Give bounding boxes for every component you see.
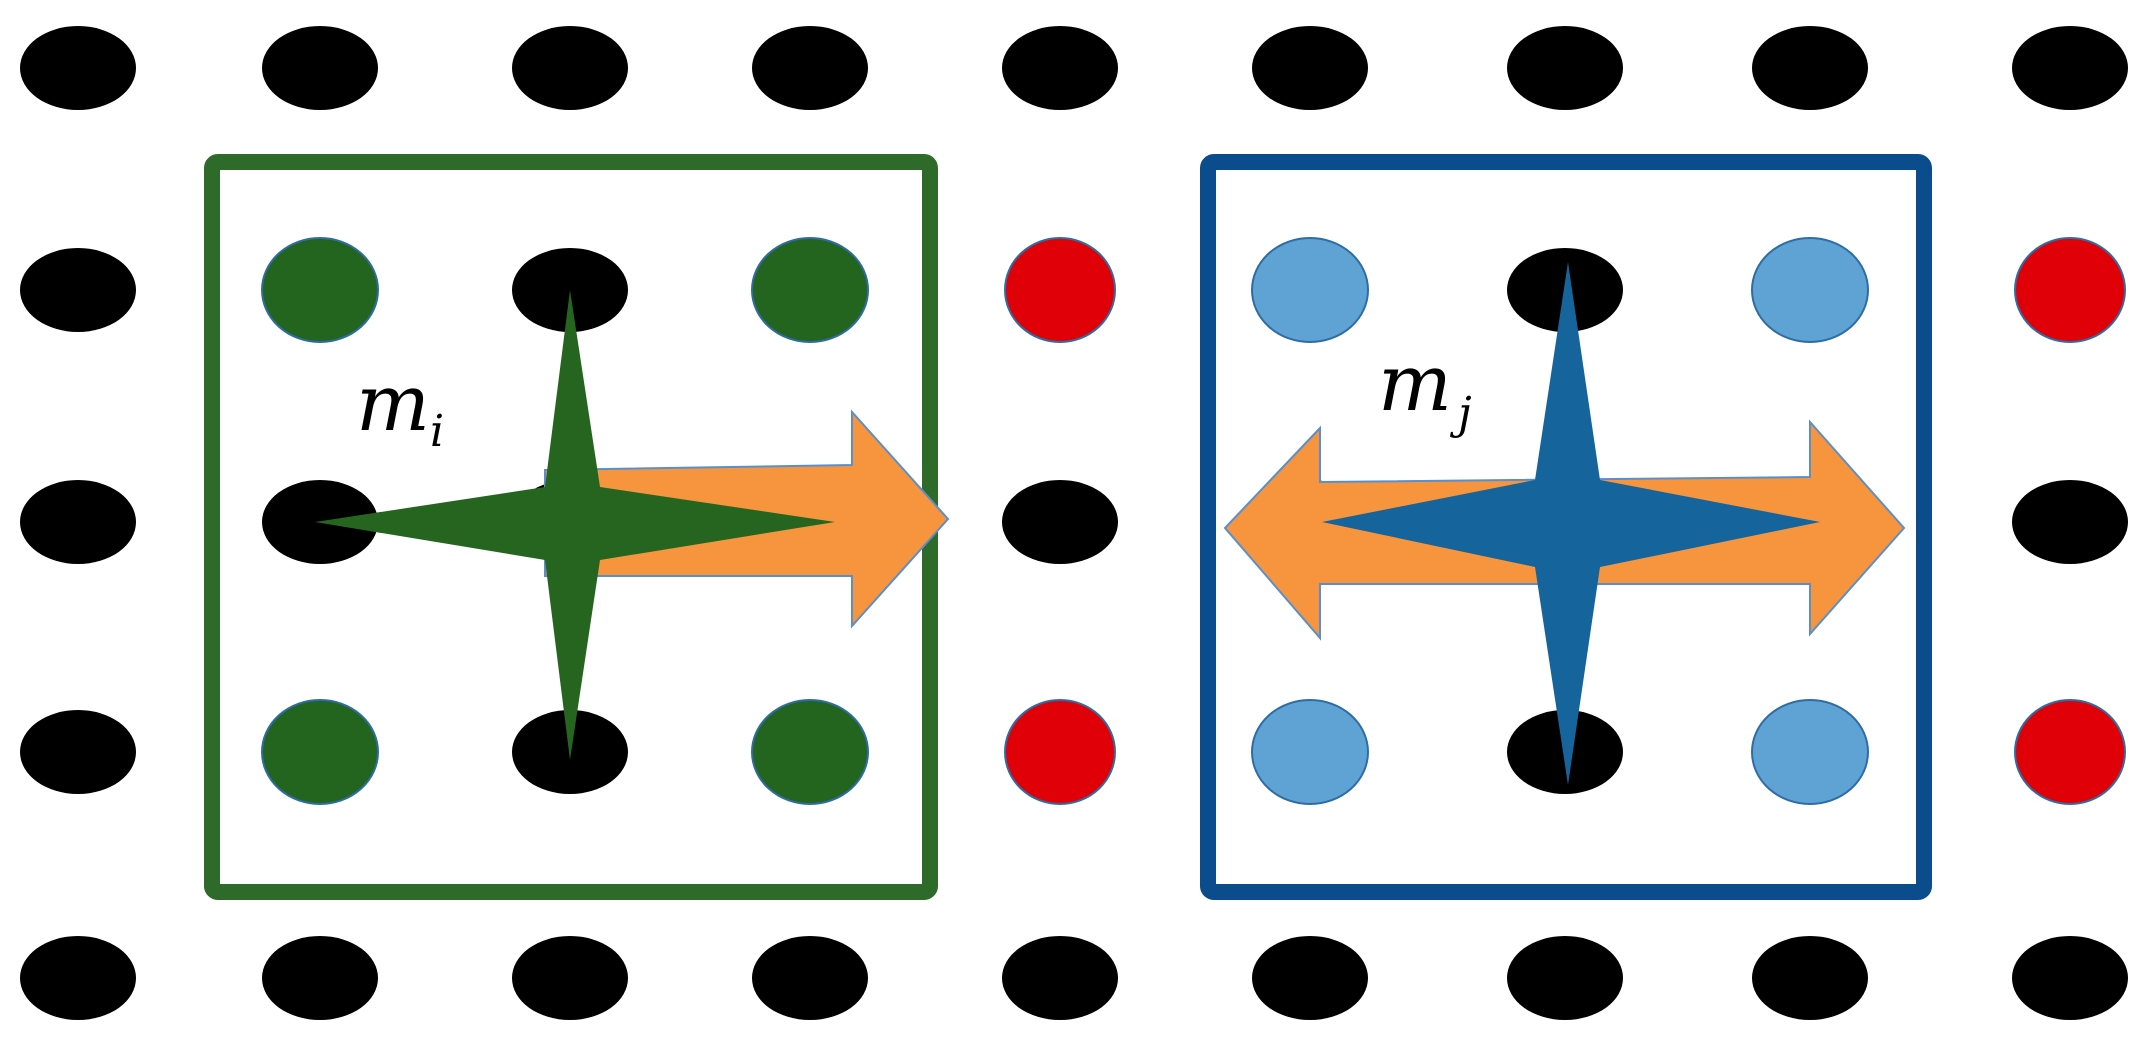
- lattice-dot-black-r2-c1: [20, 248, 136, 332]
- lattice-dot-red-r4-c9: [2014, 699, 2126, 805]
- lattice-dot-black-r5-c5: [1002, 936, 1118, 1020]
- lattice-dot-black-r1-c3: [512, 26, 628, 110]
- lattice-dot-black-r5-c7: [1507, 936, 1623, 1020]
- lattice-dot-red-r2-c5: [1004, 237, 1116, 343]
- lattice-dot-light-blue-r2-c6: [1251, 237, 1369, 343]
- lattice-dot-black-r5-c3: [512, 936, 628, 1020]
- lattice-dot-black-r3-c1: [20, 480, 136, 564]
- lattice-dot-black-r1-c9: [2012, 26, 2128, 110]
- lattice-dot-black-r3-c5: [1002, 480, 1118, 564]
- lattice-dot-light-blue-r2-c8: [1751, 237, 1869, 343]
- lattice-dot-red-r4-c5: [1004, 699, 1116, 805]
- lattice-dot-black-r5-c8: [1752, 936, 1868, 1020]
- lattice-dot-light-blue-r4-c6: [1251, 699, 1369, 805]
- lattice-dot-green-r4-c4: [751, 699, 869, 805]
- group-j-star-icon: [1322, 262, 1820, 785]
- lattice-dot-green-r2-c2: [261, 237, 379, 343]
- lattice-dot-black-r4-c1: [20, 710, 136, 794]
- lattice-dot-black-r1-c2: [262, 26, 378, 110]
- lattice-dot-black-r1-c5: [1002, 26, 1118, 110]
- lattice-dot-black-r5-c2: [262, 936, 378, 1020]
- group-j-frame: [1200, 154, 1932, 900]
- lattice-dot-black-r1-c4: [752, 26, 868, 110]
- lattice-dot-black-r5-c4: [752, 936, 868, 1020]
- lattice-dot-black-r1-c7: [1507, 26, 1623, 110]
- lattice-dot-black-r5-c1: [20, 936, 136, 1020]
- lattice-dot-light-blue-r4-c8: [1751, 699, 1869, 805]
- group-i-label: mi: [356, 359, 444, 457]
- group-i-star-icon: [315, 290, 835, 760]
- lattice-dot-black-r1-c8: [1752, 26, 1868, 110]
- group-i-label-subscript: i: [430, 406, 444, 457]
- lattice-dot-green-r4-c2: [261, 699, 379, 805]
- lattice-dot-red-r2-c9: [2014, 237, 2126, 343]
- lattice-dot-black-r1-c1: [20, 26, 136, 110]
- lattice-dot-black-r3-c9: [2012, 480, 2128, 564]
- group-i-label-base: m: [356, 359, 430, 449]
- group-j-label-base: m: [1378, 339, 1452, 429]
- lattice-dot-black-r5-c6: [1252, 936, 1368, 1020]
- lattice-dot-black-r1-c6: [1252, 26, 1368, 110]
- lattice-dot-green-r2-c4: [751, 237, 869, 343]
- lattice-dot-black-r5-c9: [2012, 936, 2128, 1020]
